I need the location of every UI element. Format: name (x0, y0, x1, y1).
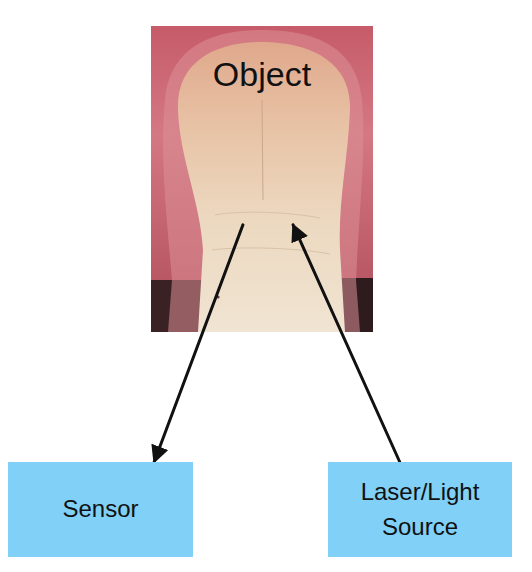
tooth-stump (178, 42, 350, 332)
node-label: Laser/Light Source (338, 475, 502, 545)
arrow-connector (154, 225, 243, 462)
photo-content (151, 26, 373, 332)
node-label: Sensor (62, 492, 138, 527)
arrow-connector (293, 225, 400, 462)
tooth-texture (215, 212, 320, 218)
sensor-box: Sensor (8, 462, 193, 557)
tooth-texture (212, 248, 330, 254)
object-photo-node: Object (151, 26, 373, 332)
node-label: Object (213, 50, 311, 99)
source-box: Laser/Light Source (328, 462, 512, 557)
tooth-line (262, 100, 263, 200)
gum-margin (163, 30, 363, 332)
gum-background (151, 26, 373, 332)
